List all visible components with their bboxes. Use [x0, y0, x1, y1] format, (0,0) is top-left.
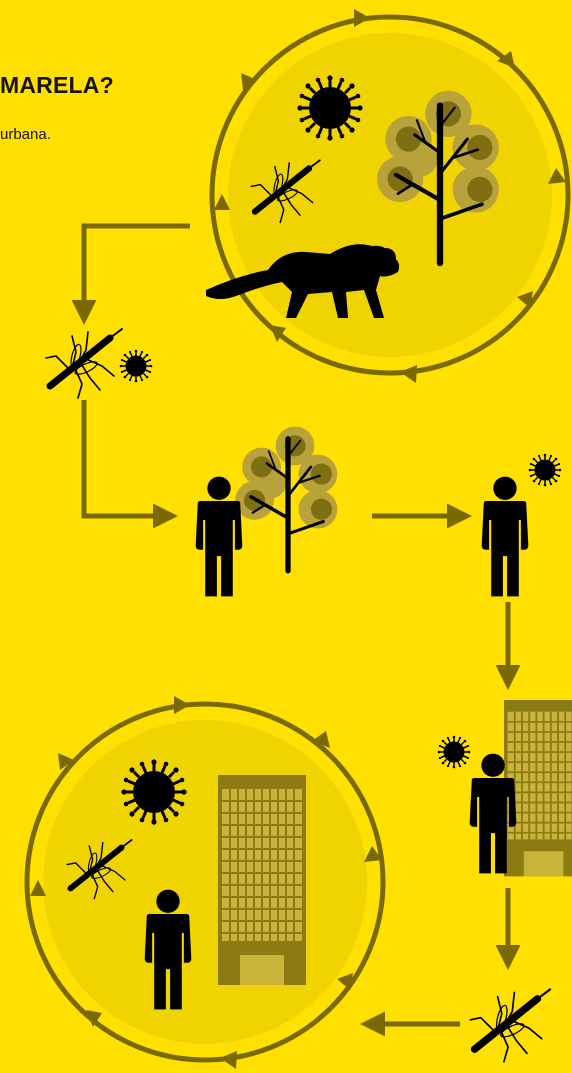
virus-icon	[438, 736, 471, 769]
person-in-forest	[196, 426, 338, 596]
infected-person-in-city	[438, 700, 572, 876]
building-icon	[218, 775, 306, 985]
urban-cycle	[27, 696, 383, 1069]
virus-icon	[529, 454, 562, 487]
virus-icon	[297, 75, 362, 140]
mosquito-icon	[470, 989, 550, 1061]
person-icon	[482, 477, 529, 597]
infected-person	[482, 454, 562, 597]
tree-icon	[235, 426, 337, 570]
arrow-cycle-to-mosquito	[84, 226, 190, 315]
mosquito-icon	[46, 329, 122, 398]
person-icon	[196, 477, 243, 597]
urban-cycle-background	[43, 720, 367, 1044]
infected-mosquito	[46, 329, 152, 398]
arrow-mosquito-to-forest-person	[84, 400, 168, 516]
virus-icon	[120, 350, 153, 383]
virus-icon	[121, 759, 186, 824]
sylvatic-cycle	[206, 9, 568, 383]
